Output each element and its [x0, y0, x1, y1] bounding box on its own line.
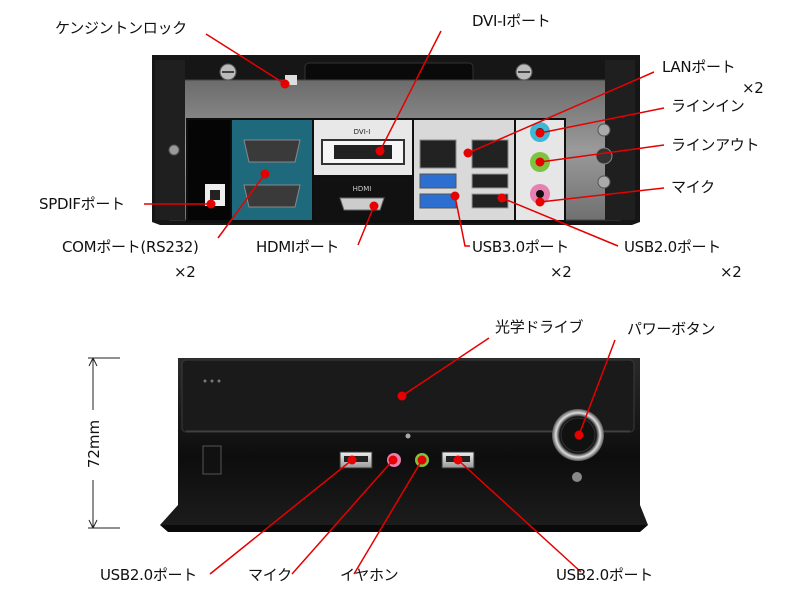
leader-spdif: [144, 199, 216, 209]
leader-power: [574, 339, 616, 440]
leader-line-in: [535, 107, 665, 138]
leader-dvi: [375, 30, 442, 156]
label-usb2: USB2.0ポート: [624, 238, 721, 256]
label-mic: マイク: [671, 178, 715, 196]
screw: [572, 472, 582, 482]
card-slot: [202, 445, 222, 475]
leader-kensington: [205, 33, 290, 89]
label-spdif: SPDIFポート: [39, 195, 125, 213]
leader-front-mic: [291, 455, 398, 575]
com-port-1: [243, 139, 301, 163]
leader-line-out: [535, 144, 665, 167]
leader-usb3: [450, 191, 470, 247]
leader-com: [217, 169, 270, 239]
label-front-usb-right: USB2.0ポート: [556, 566, 653, 584]
com-port-2: [243, 184, 301, 208]
label-kensington: ケンジントンロック: [55, 19, 187, 37]
label-hdmi: HDMIポート: [256, 238, 340, 256]
label-front-earphone: イヤホン: [340, 566, 399, 584]
label-usb3-qty: ×2: [550, 263, 572, 281]
screw: [597, 123, 611, 137]
leader-usb2-rear: [497, 193, 619, 247]
lan-port-1: [419, 139, 457, 169]
optical-drive: [181, 359, 635, 433]
screw: [168, 144, 180, 156]
leader-hdmi: [357, 201, 379, 246]
screw: [597, 175, 611, 189]
leader-front-earphone: [353, 455, 427, 575]
label-power: パワーボタン: [627, 320, 716, 338]
label-front-mic: マイク: [248, 566, 292, 584]
leader-mic: [535, 187, 665, 207]
leader-lines: [144, 30, 665, 575]
usb2-rear-port-1: [471, 173, 509, 189]
height-dimension: [88, 357, 120, 529]
dvi-mark: DVI-I: [354, 128, 371, 136]
label-lan-qty: ×2: [742, 79, 764, 97]
leader-lan: [463, 71, 655, 158]
label-usb3: USB3.0ポート: [472, 238, 569, 256]
height-label: 72mm: [85, 420, 103, 468]
screw: [219, 63, 237, 81]
label-front-usb-left: USB2.0ポート: [100, 566, 197, 584]
front-panel: [160, 358, 648, 532]
usb3-port-1: [419, 173, 457, 189]
label-line-in: ラインイン: [671, 97, 745, 115]
label-lan: LANポート: [662, 58, 736, 76]
label-com-qty: ×2: [174, 263, 196, 281]
leader-optical: [397, 337, 490, 401]
leader-front-usb-right: [453, 455, 582, 573]
screw: [515, 63, 533, 81]
label-line-out: ラインアウト: [671, 136, 760, 154]
kensington-lock-slot: [285, 75, 297, 85]
leader-front-usb-left: [209, 455, 357, 575]
hdmi-mark: HDMI: [353, 185, 372, 193]
label-com: COMポート(RS232): [62, 238, 199, 256]
label-usb2-qty: ×2: [720, 263, 742, 281]
dc-inlet: [595, 147, 613, 165]
rear-panel: DVI-I HDMI: [152, 55, 640, 225]
label-dvi: DVI-Iポート: [472, 12, 551, 30]
label-optical: 光学ドライブ: [495, 318, 584, 336]
